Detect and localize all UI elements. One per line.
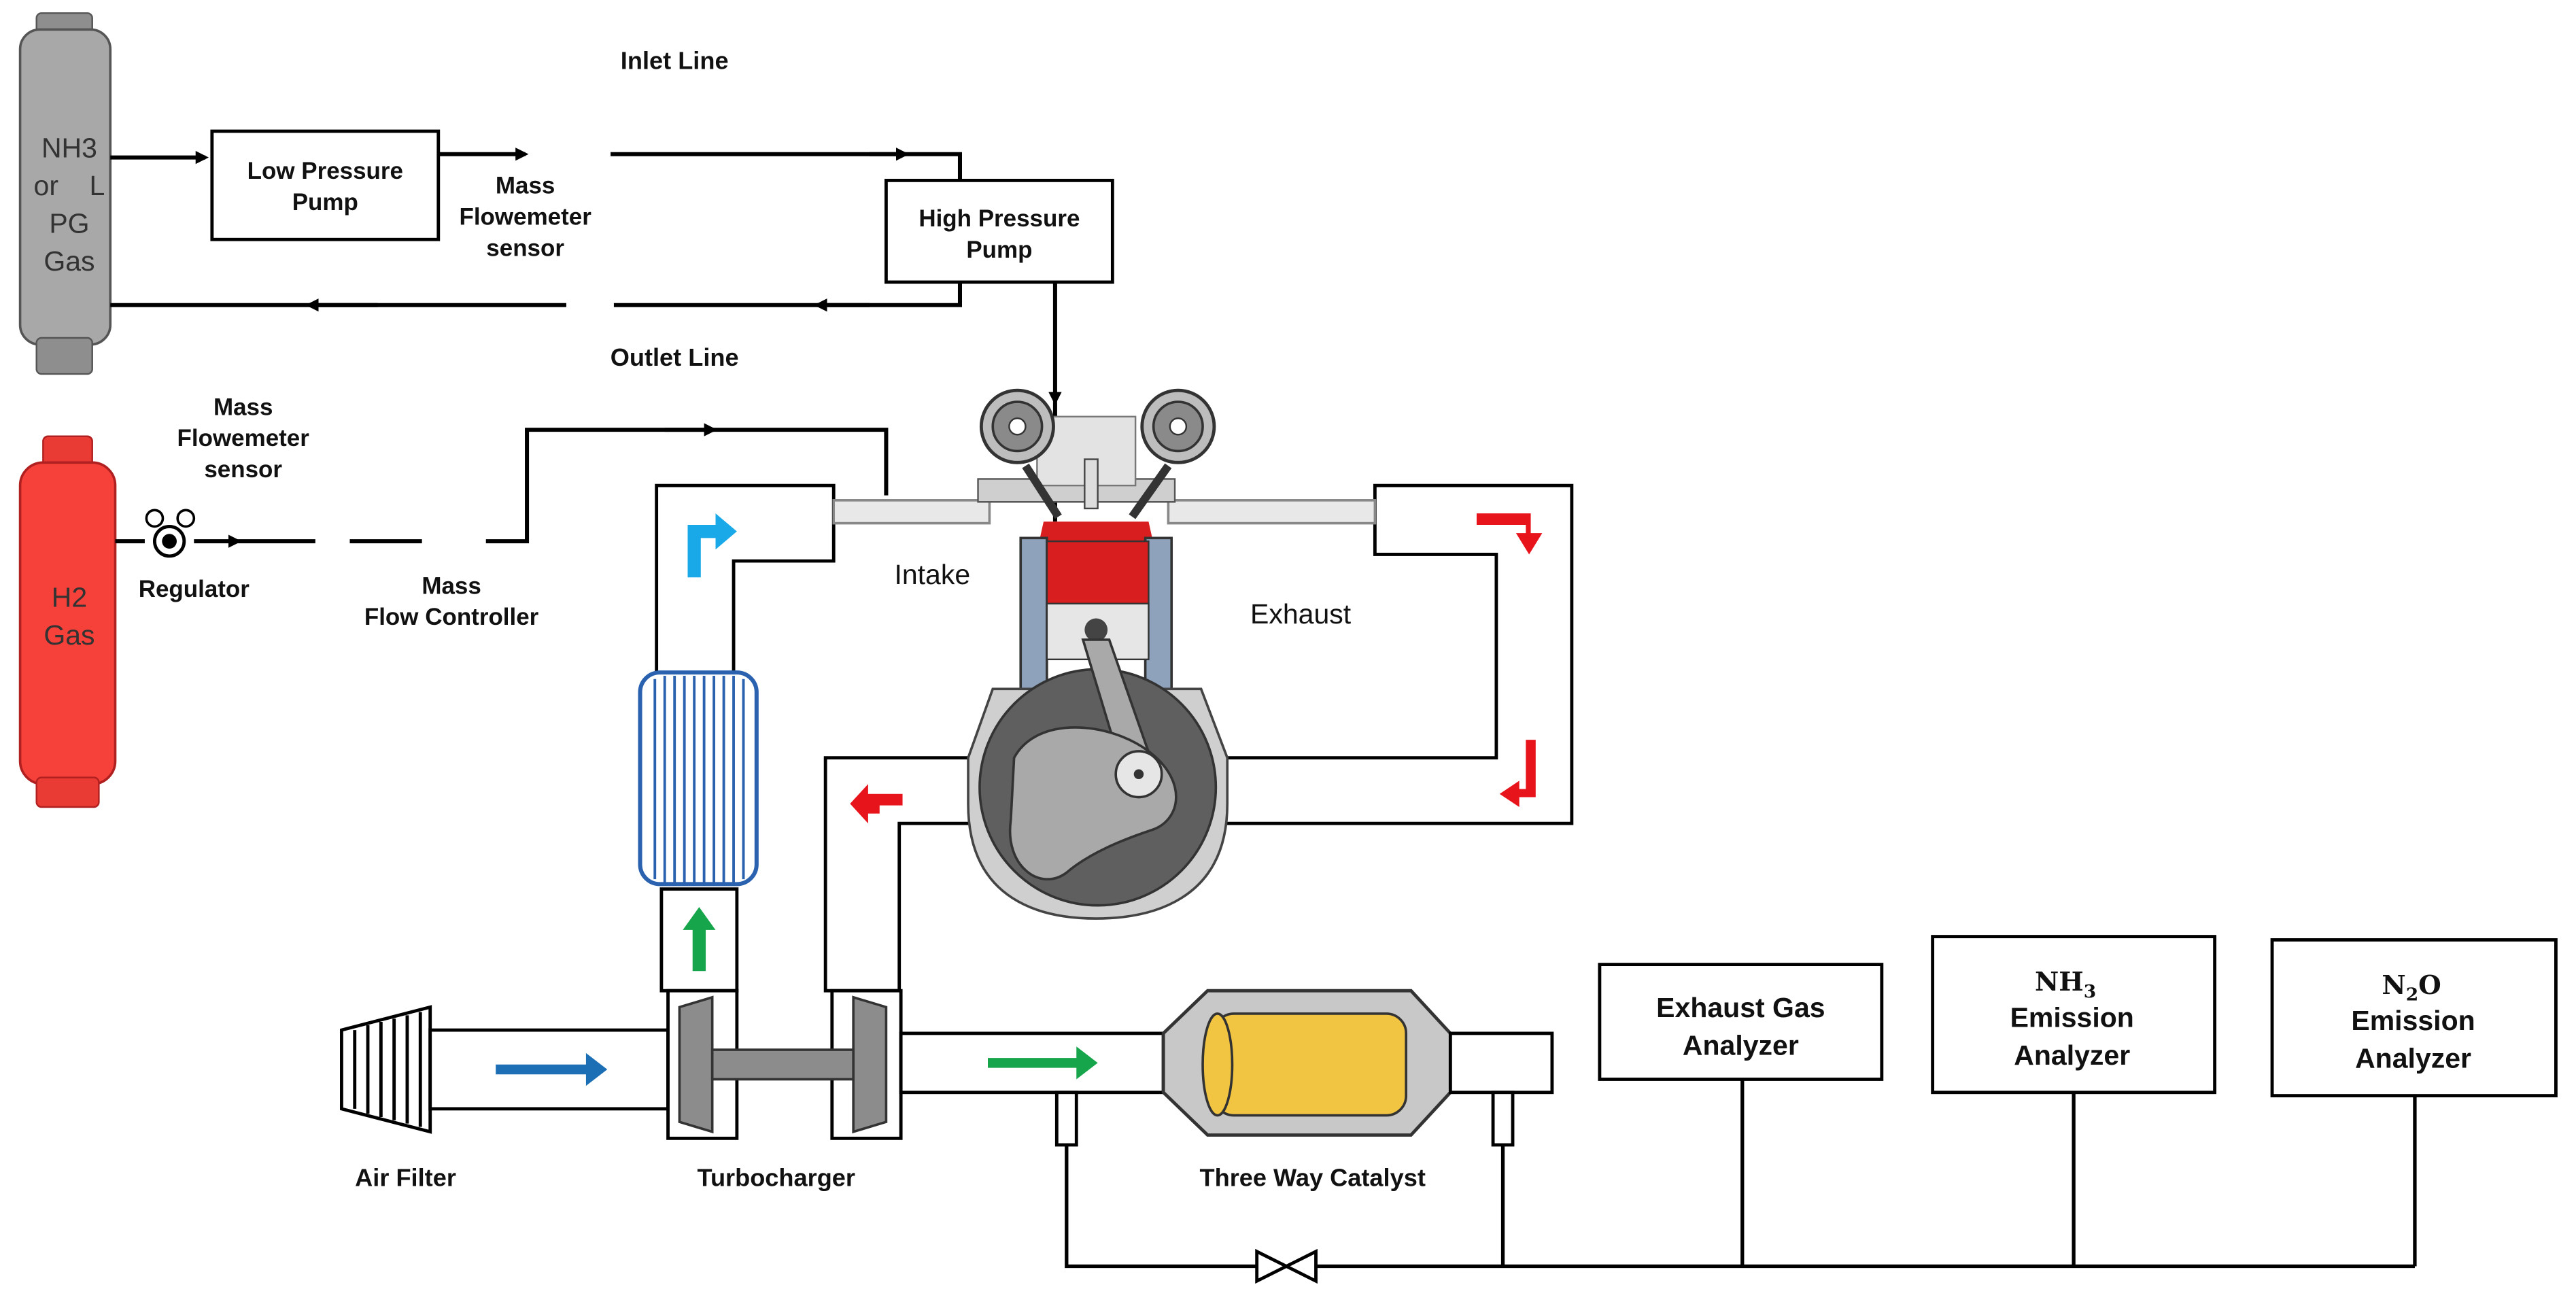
n2o-formula-o: O (2418, 970, 2441, 1001)
nh3-tank-label-2: or L (34, 170, 105, 201)
intake-label: Intake (894, 559, 970, 590)
three-way-catalyst: Three Way Catalyst (1161, 989, 1452, 1191)
intake-arrow-icon (687, 513, 737, 578)
flowmeter-h2-label-1: Mass (213, 394, 273, 420)
turbocharger-label: Turbocharger (698, 1163, 855, 1191)
svg-text:NH3: NH3 (2035, 967, 2096, 1002)
h2-line-to-intake (485, 428, 889, 544)
regulator: Regulator (139, 509, 250, 602)
h2-tank-label-1: H2 (52, 582, 87, 613)
nh3-tank-label-3: PG (49, 208, 89, 239)
inlet-line (611, 152, 962, 181)
hp-pump-label-1: High Pressure (918, 205, 1080, 232)
nh3-formula: NH (2035, 967, 2084, 997)
n2o-analyzer-label-2: Emission (2351, 1005, 2475, 1036)
n2o-analyzer-label-3: Analyzer (2355, 1043, 2471, 1074)
nh3-tank-label-4: Gas (44, 245, 95, 277)
outlet-line-label: Outlet Line (611, 343, 739, 371)
exhaust-gas-analyzer: Exhaust Gas Analyzer (1598, 963, 1884, 1081)
sampling-valve-icon[interactable] (1255, 1248, 1318, 1284)
nh3-subscript: 3 (2084, 981, 2096, 1002)
n2o-emission-analyzer: N2O Emission Analyzer (2270, 938, 2558, 1098)
mfc-label-2: Flow Controller (364, 604, 539, 630)
mass-flow-controller: Mass Flow Controller (364, 572, 539, 630)
exhaust-arrow-2-icon (1499, 740, 1536, 807)
air-filter-label: Air Filter (355, 1163, 456, 1191)
n2o-subscript: 2 (2406, 984, 2418, 1006)
outlet-line-right (613, 281, 962, 307)
turbocharger: Turbocharger (666, 989, 903, 1191)
air-filter: Air Filter (340, 1005, 456, 1191)
sample-probe-pre (1054, 1091, 1078, 1147)
flowmeter-h2-label-2: Flowemeter (177, 425, 310, 451)
low-pressure-pump: Low Pressure Pump (210, 129, 441, 241)
nh3-analyzer-label-3: Analyzer (2014, 1040, 2130, 1071)
high-pressure-pump: High Pressure Pump (885, 178, 1114, 284)
h2-lines (115, 423, 889, 548)
intercooler (638, 670, 759, 887)
intake-flow-arrow-icon (496, 1052, 608, 1086)
sample-probe-post (1491, 1091, 1515, 1147)
tailpipe (1448, 1031, 1554, 1095)
fuel-lines (110, 148, 1062, 522)
flowmeter-h2-label-3: sensor (204, 456, 282, 483)
up-arrow-icon (683, 907, 716, 972)
exhaust-arrow-1-icon (1476, 513, 1543, 555)
lp-pump-label-1: Low Pressure (247, 158, 403, 184)
flowmeter-top-label-1: Mass (496, 173, 555, 199)
hp-pump-label-2: Pump (966, 237, 1032, 263)
n2o-formula-n: N (2382, 970, 2405, 1001)
catalyst-label: Three Way Catalyst (1200, 1163, 1426, 1191)
flowmeter-top-label-3: sensor (486, 235, 564, 261)
exhaust-flow-arrow-icon (987, 1046, 1098, 1080)
nh3-lpg-tank: NH3 or L PG Gas (18, 12, 112, 375)
ega-label-1: Exhaust Gas (1656, 992, 1825, 1023)
exhaust-label: Exhaust (1250, 598, 1352, 630)
flowmeter-top-label-2: Flowemeter (459, 204, 591, 230)
regulator-label: Regulator (139, 576, 250, 602)
mass-flowmeter-top: Mass Flowemeter sensor (459, 173, 591, 262)
mfc-label-1: Mass (422, 572, 481, 599)
ega-label-2: Analyzer (1683, 1029, 1799, 1061)
nh3-tank-label-1: NH3 (41, 133, 97, 164)
inlet-line-label: Inlet Line (621, 46, 729, 74)
h2-tank: H2 Gas (18, 435, 117, 808)
exhaust-duct-right (1167, 483, 1574, 825)
lp-pump-label-2: Pump (292, 189, 358, 216)
nh3-emission-analyzer: NH3 Emission Analyzer (1931, 935, 2217, 1095)
sampling-lines (1065, 1079, 2417, 1269)
mass-flowmeter-h2: Mass Flowemeter sensor (177, 394, 310, 483)
engine (967, 388, 1229, 920)
h2-tank-label-2: Gas (44, 619, 95, 651)
nh3-analyzer-label-2: Emission (2010, 1001, 2134, 1033)
svg-text:N2O: N2O (2382, 970, 2441, 1006)
